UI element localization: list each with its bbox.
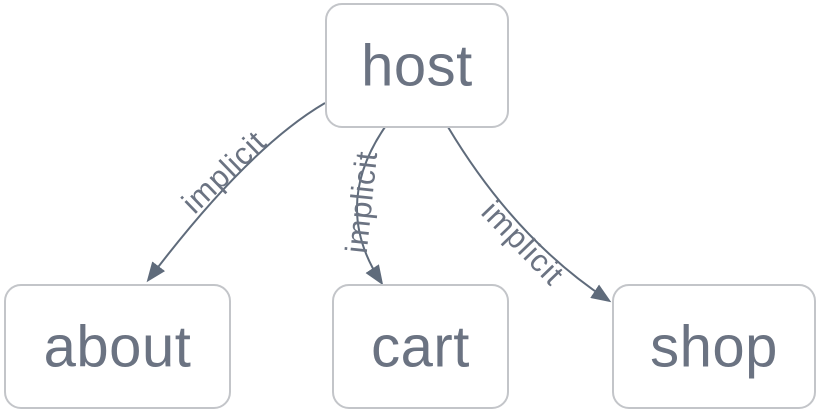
node-shop[interactable]: shop [612, 284, 816, 409]
edge-host-shop[interactable] [447, 126, 612, 303]
edge-host-about[interactable] [146, 102, 326, 283]
node-shop-label: shop [650, 315, 778, 380]
node-about-label: about [44, 315, 192, 380]
node-about-box[interactable] [4, 284, 231, 409]
node-host[interactable]: host [325, 3, 509, 128]
edge-label-host-cart: implicit [339, 149, 385, 255]
edges-layer: implicit implicit implicit [146, 102, 612, 303]
node-about[interactable]: about [4, 284, 231, 409]
edge-host-cart[interactable] [356, 126, 386, 286]
node-shop-box[interactable] [612, 284, 816, 409]
node-host-label: host [361, 34, 473, 99]
node-cart[interactable]: cart [332, 284, 509, 409]
node-host-box[interactable] [325, 3, 509, 128]
edge-label-host-shop: implicit [475, 194, 572, 292]
edge-label-host-about: implicit [175, 124, 273, 221]
node-cart-label: cart [371, 315, 470, 380]
node-cart-box[interactable] [332, 284, 509, 409]
